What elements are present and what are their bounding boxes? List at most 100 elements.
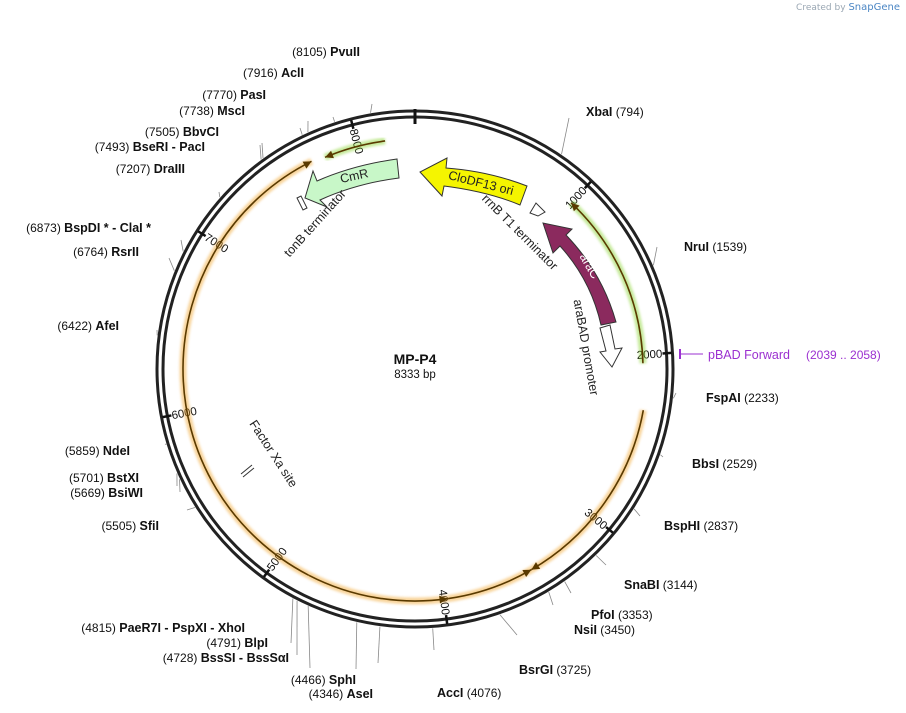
site-bbvci[interactable]: (7505) BbvCI bbox=[145, 125, 264, 159]
site-name: BsiWI bbox=[108, 486, 143, 500]
plasmid-name: MP-P4 bbox=[394, 351, 437, 367]
site-bbsi[interactable]: BbsI (2529) bbox=[660, 454, 757, 471]
primer-name: pBAD Forward bbox=[708, 348, 790, 362]
site-snabi[interactable]: SnaBI (3144) bbox=[595, 555, 697, 592]
primer-pbad-forward[interactable]: pBAD Forward (2039 .. 2058) bbox=[679, 348, 881, 362]
site-position: (2837) bbox=[700, 519, 738, 533]
site-position: (3725) bbox=[553, 663, 591, 677]
site-bspdi[interactable]: (6873) BspDI * - ClaI * bbox=[26, 221, 184, 252]
site-label: XbaI (794) bbox=[586, 105, 644, 119]
site-name: NdeI bbox=[103, 444, 130, 458]
site-label: (5505) SfiI bbox=[102, 519, 159, 533]
feature-factor-xa[interactable]: Factor Xa site bbox=[240, 418, 300, 490]
site-position: (4791) bbox=[206, 636, 244, 650]
site-leader bbox=[370, 103, 373, 113]
site-label: (8105) PvuII bbox=[292, 45, 360, 59]
site-bsphi[interactable]: BspHI (2837) bbox=[633, 508, 738, 533]
feature-cmr[interactable]: CmR bbox=[304, 158, 400, 208]
site-position: (7738) bbox=[179, 104, 217, 118]
orf-arc-green-1 bbox=[570, 202, 644, 364]
watermark-prefix: Created by bbox=[796, 3, 846, 13]
tick-5000 bbox=[262, 568, 271, 578]
feature-label-arabad-promoter: araBAD promoter bbox=[571, 298, 602, 396]
site-name: BbsI bbox=[692, 457, 719, 471]
site-label: (6873) BspDI * - ClaI * bbox=[26, 221, 151, 235]
site-label: (4466) SphI bbox=[291, 673, 356, 687]
site-position: (6764) bbox=[73, 245, 111, 259]
tick-6000 bbox=[162, 414, 172, 419]
site-leader bbox=[164, 443, 167, 445]
site-position: (5505) bbox=[102, 519, 140, 533]
site-label: (4728) BssSI - BssSαI bbox=[163, 651, 289, 665]
site-xbai[interactable]: XbaI (794) bbox=[561, 105, 644, 155]
site-position: (5669) bbox=[70, 486, 108, 500]
site-pvuii[interactable]: (8105) PvuII bbox=[292, 45, 373, 113]
tick-8000 bbox=[349, 119, 355, 130]
site-pasi[interactable]: (7770) PasI bbox=[202, 88, 309, 133]
orf-arc-1-glow bbox=[529, 409, 647, 573]
site-leader bbox=[307, 606, 311, 669]
site-name: BstXI bbox=[107, 471, 139, 485]
site-sphi[interactable]: (4466) SphI bbox=[291, 622, 358, 687]
site-label: (5669) BsiWI bbox=[70, 486, 143, 500]
site-leader bbox=[259, 144, 262, 160]
site-sfii[interactable]: (5505) SfiI bbox=[102, 507, 196, 533]
site-acci[interactable]: AccI (4076) bbox=[432, 628, 502, 700]
site-label: NruI (1539) bbox=[684, 240, 747, 254]
orf-arc-1 bbox=[530, 410, 645, 571]
site-leader bbox=[180, 239, 184, 252]
tick-1000 bbox=[583, 180, 592, 190]
site-bsrgi[interactable]: BsrGI (3725) bbox=[499, 614, 591, 677]
site-position: (3144) bbox=[659, 578, 697, 592]
site-name: RsrII bbox=[111, 245, 139, 259]
site-leader bbox=[377, 626, 381, 664]
site-leader bbox=[548, 591, 554, 606]
site-position: (1539) bbox=[709, 240, 747, 254]
site-rsrii[interactable]: (6764) RsrII bbox=[73, 245, 175, 271]
orf-arc-4-head bbox=[302, 161, 312, 169]
site-bstxi[interactable]: (5701) BstXI bbox=[69, 471, 178, 487]
site-name: DraIII bbox=[154, 162, 185, 176]
feature-arabad-promoter[interactable]: araBAD promoter bbox=[571, 298, 623, 396]
site-acli[interactable]: (7916) AclI bbox=[243, 66, 335, 122]
site-ndei[interactable]: (5859) NdeI bbox=[65, 443, 167, 458]
site-leader bbox=[299, 127, 303, 135]
site-leader bbox=[432, 628, 435, 651]
site-position: (3450) bbox=[597, 623, 635, 637]
site-bseri[interactable]: (7493) BseRI - PacI bbox=[95, 140, 262, 160]
site-nrui[interactable]: NruI (1539) bbox=[653, 240, 747, 266]
site-leader bbox=[660, 454, 664, 458]
site-draiii[interactable]: (7207) DraIII bbox=[116, 162, 221, 198]
site-name: BsrGI bbox=[519, 663, 553, 677]
site-position: (4346) bbox=[309, 687, 347, 701]
site-label: (6764) RsrII bbox=[73, 245, 139, 259]
orf-arc-2-glow bbox=[447, 566, 534, 603]
orf-arc-4 bbox=[182, 160, 312, 576]
site-position: (3353) bbox=[615, 608, 653, 622]
site-label: SnaBI (3144) bbox=[624, 578, 697, 592]
site-label: BbsI (2529) bbox=[692, 457, 757, 471]
site-name: SfiI bbox=[140, 519, 159, 533]
site-fspai[interactable]: FspAI (2233) bbox=[672, 391, 779, 405]
site-bsiwi[interactable]: (5669) BsiWI bbox=[70, 479, 181, 500]
site-afei[interactable]: (6422) AfeI bbox=[57, 319, 158, 336]
site-position: (7493) bbox=[95, 140, 133, 154]
site-position: (794) bbox=[612, 105, 643, 119]
site-paer7i[interactable]: (4815) PaeR7I - PspXI - XhoI bbox=[81, 598, 294, 644]
feature-clodf13-ori[interactable]: CloDF13 ori bbox=[419, 157, 528, 206]
site-blpi[interactable]: (4791) BlpI bbox=[206, 600, 298, 656]
site-pfoi[interactable]: PfoI (3353) bbox=[564, 581, 653, 622]
site-label: FspAI (2233) bbox=[706, 391, 779, 405]
site-msci[interactable]: (7738) MscI bbox=[179, 104, 303, 135]
site-position: (4076) bbox=[463, 686, 501, 700]
site-nsii[interactable]: NsiI (3450) bbox=[548, 591, 635, 637]
site-position: (2233) bbox=[741, 391, 779, 405]
site-label: (4346) AseI bbox=[309, 687, 373, 701]
site-label: BsrGI (3725) bbox=[519, 663, 591, 677]
site-leader bbox=[595, 555, 607, 566]
site-leader bbox=[564, 581, 572, 594]
site-asei[interactable]: (4346) AseI bbox=[309, 626, 381, 701]
site-bsssi[interactable]: (4728) BssSI - BssSαI bbox=[163, 606, 311, 669]
site-label: NsiI (3450) bbox=[574, 623, 635, 637]
